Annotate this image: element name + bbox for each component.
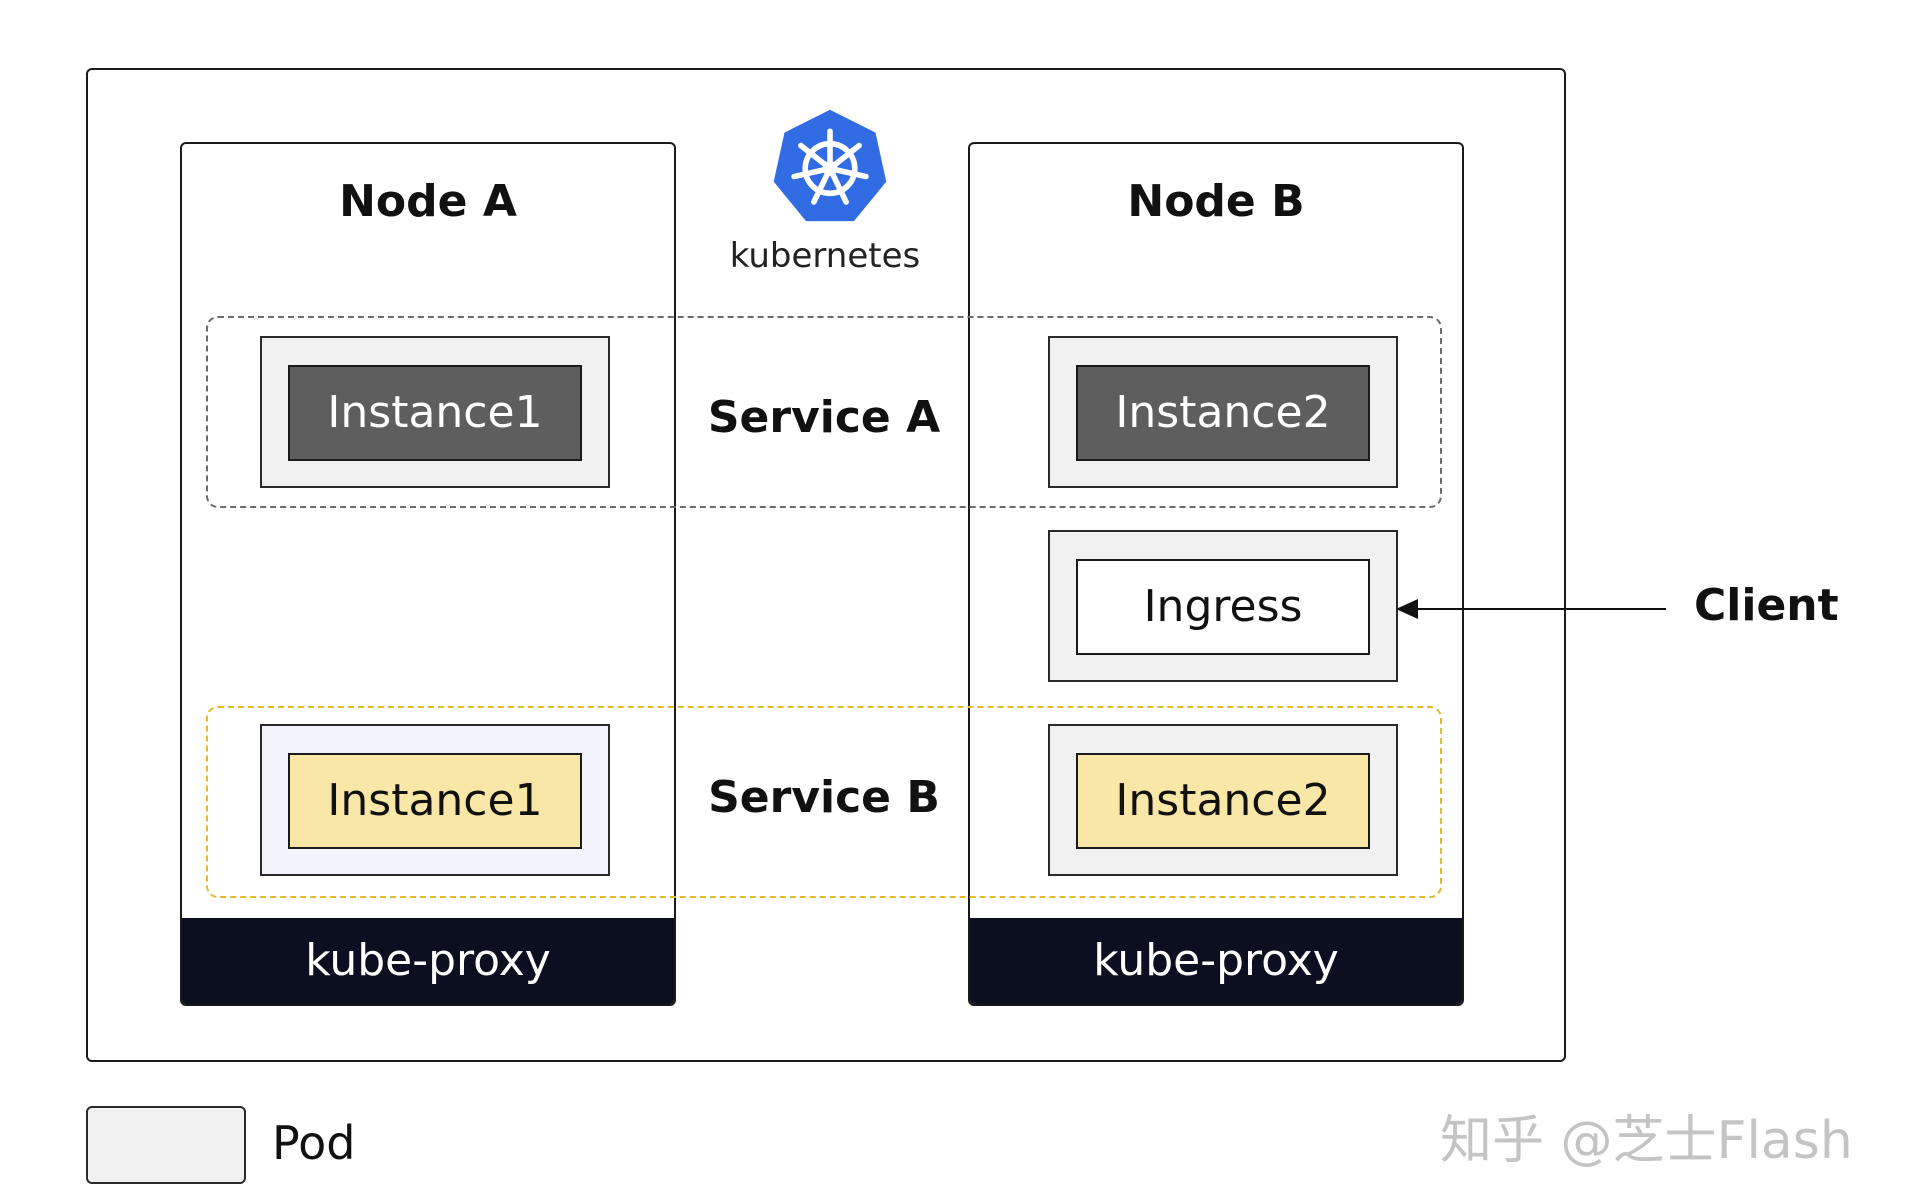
service-a-boundary [206, 316, 1442, 508]
node-a-title: Node A [339, 176, 517, 227]
kubernetes-logo-icon [769, 105, 891, 225]
client-to-ingress-arrow-icon [1396, 599, 1666, 619]
service-a-label: Service A [707, 392, 941, 443]
pod-service-b-node-b: Instance2 [1048, 724, 1398, 876]
instance-service-a-node-a: Instance1 [288, 365, 582, 461]
client-label: Client [1694, 580, 1839, 631]
watermark: 知乎 @芝士Flash [1440, 1111, 1853, 1171]
pod-service-b-node-a: Instance1 [260, 724, 610, 876]
service-b-label: Service B [708, 772, 940, 823]
service-b-boundary [206, 706, 1442, 898]
node-b-title: Node B [1127, 176, 1305, 227]
kubernetes-wordmark: kubernetes [729, 236, 921, 276]
pod-ingress: Ingress [1048, 530, 1398, 682]
pod-service-a-node-b: Instance2 [1048, 336, 1398, 488]
instance-service-a-node-b: Instance2 [1076, 365, 1370, 461]
ingress-box: Ingress [1076, 559, 1370, 655]
pod-service-a-node-a: Instance1 [260, 336, 610, 488]
legend-pod-label: Pod [272, 1116, 356, 1170]
node-b-kube-proxy: kube-proxy [970, 918, 1462, 1004]
instance-service-b-node-b: Instance2 [1076, 753, 1370, 849]
instance-service-b-node-a: Instance1 [288, 753, 582, 849]
legend-pod-swatch [86, 1106, 246, 1184]
node-a-kube-proxy: kube-proxy [182, 918, 674, 1004]
